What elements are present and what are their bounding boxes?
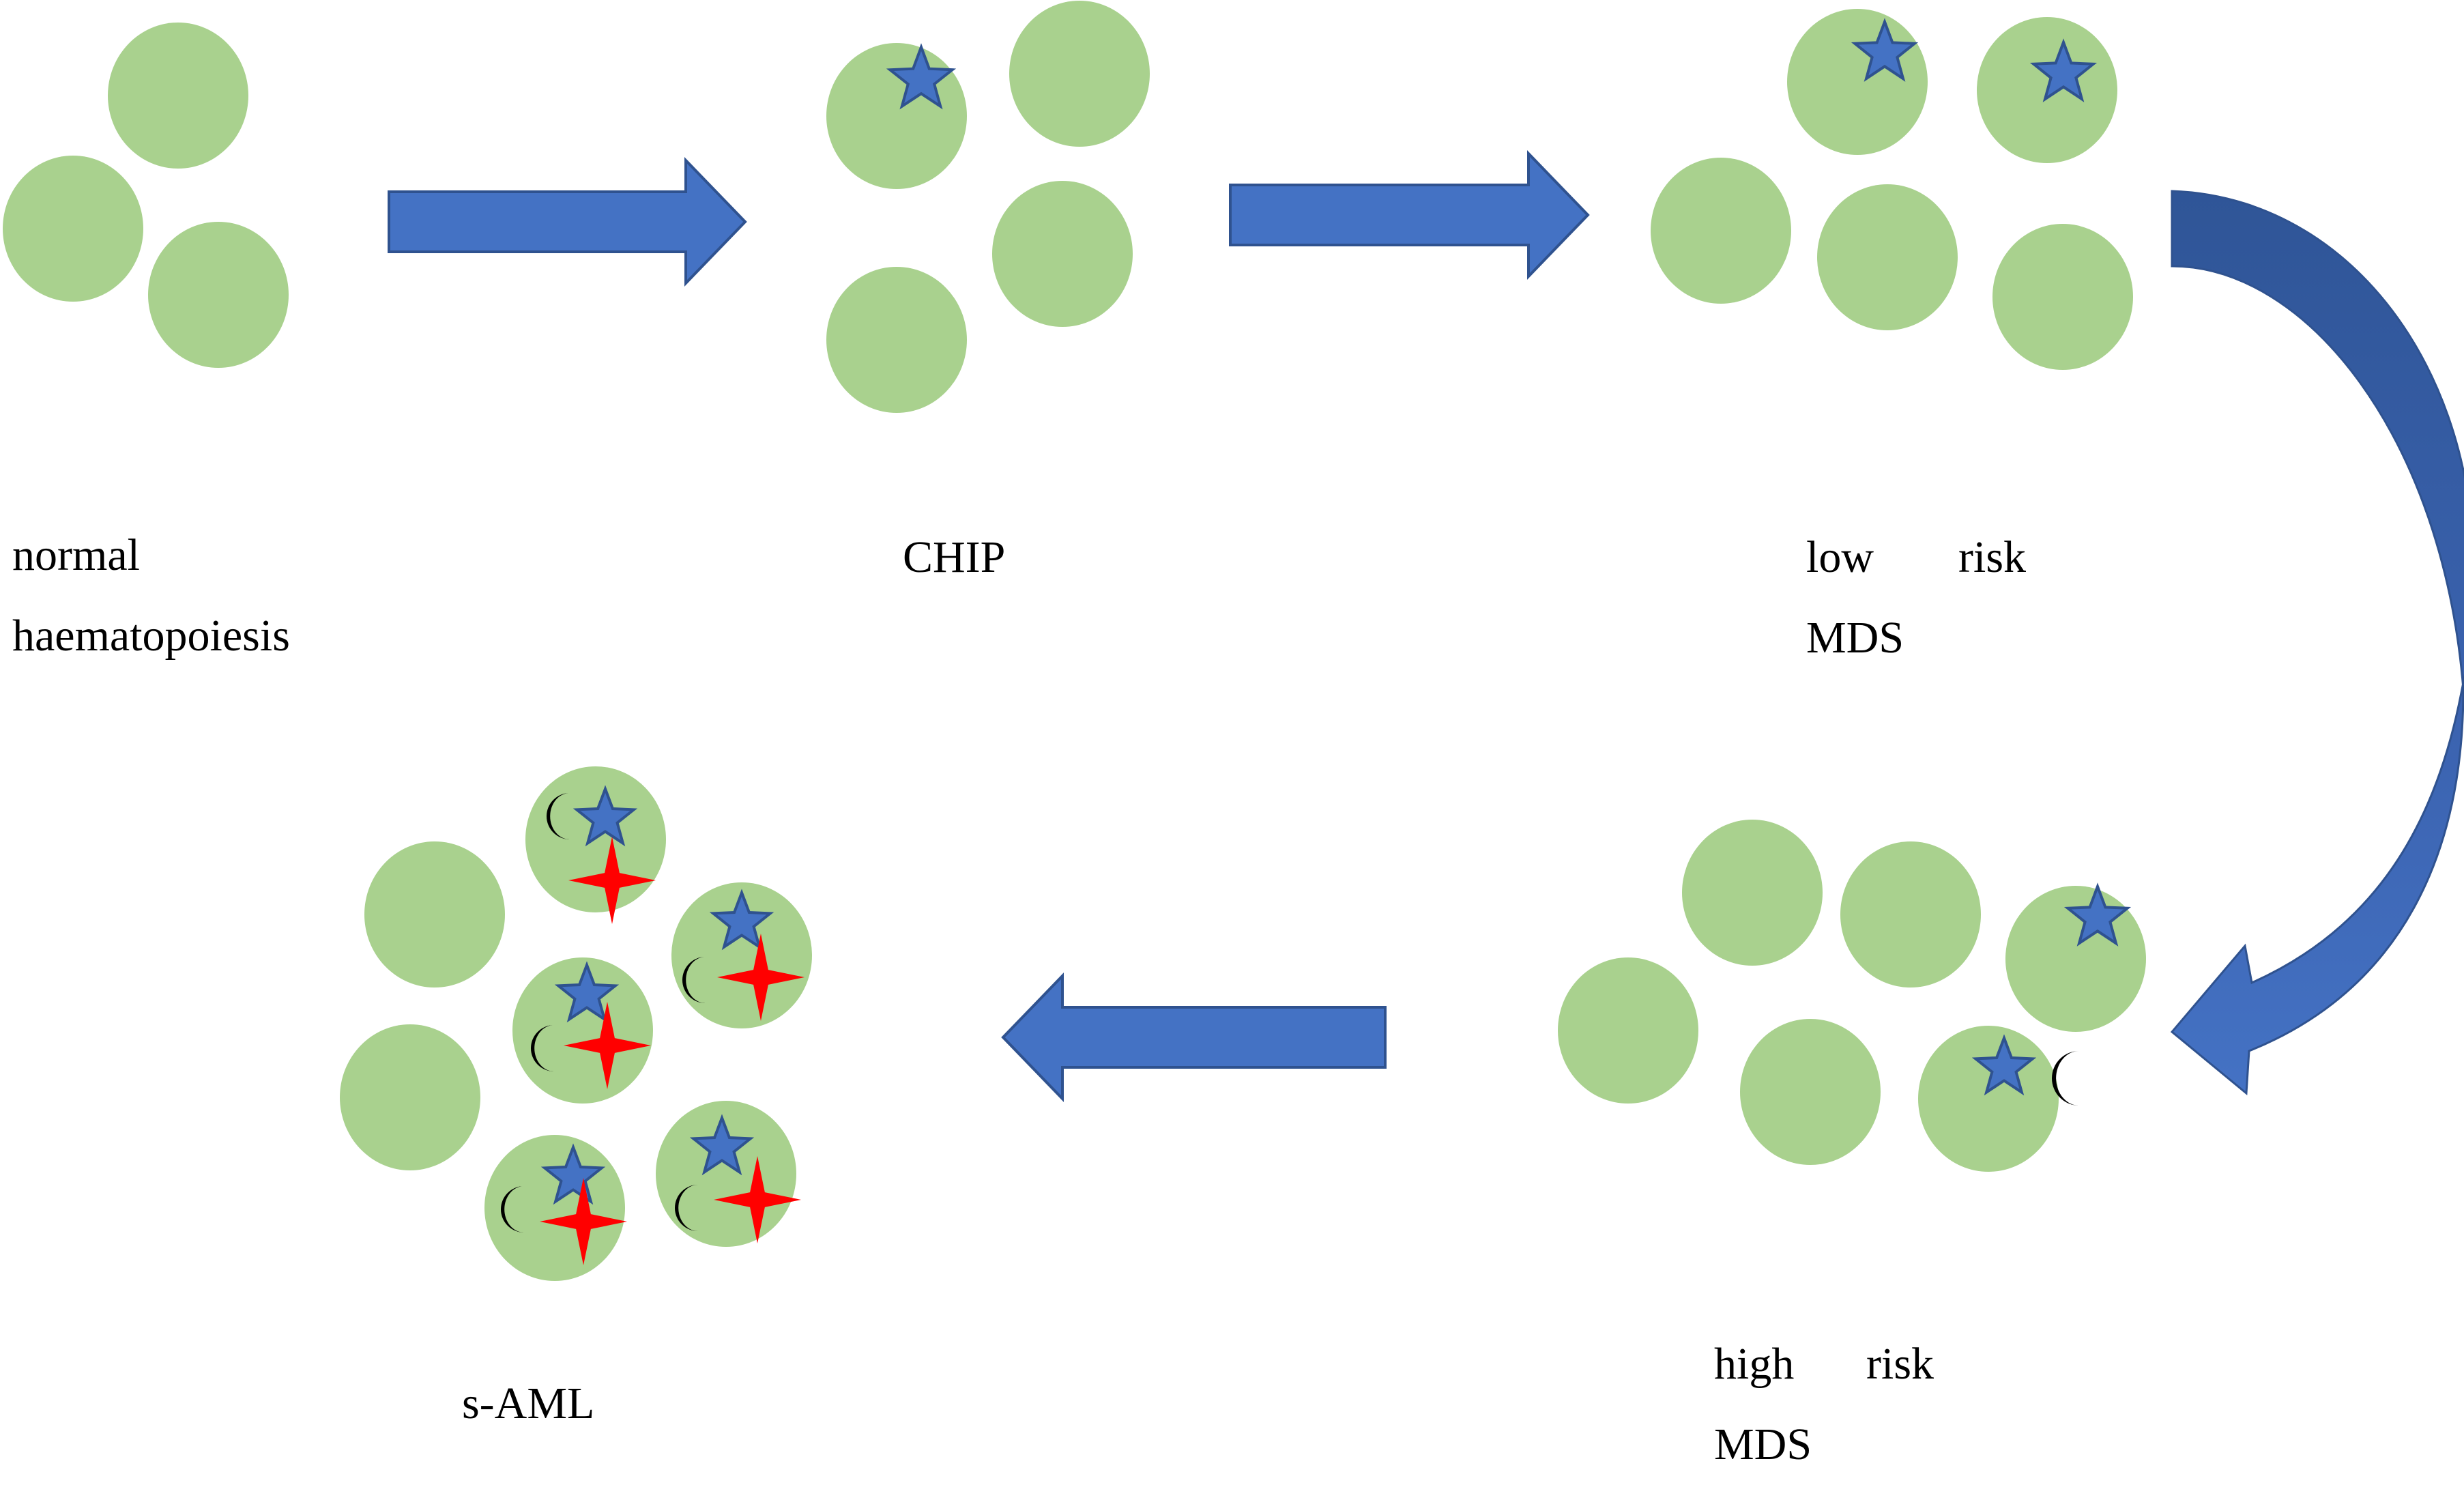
blue-star-icon	[554, 961, 620, 1023]
block-arrow-right-icon	[1229, 150, 1590, 280]
label-s-aml-line1: s-AML	[462, 1379, 595, 1428]
blue-star-icon	[689, 1114, 755, 1176]
cell	[340, 1024, 480, 1170]
blue-star-icon	[540, 1143, 606, 1205]
cell	[992, 181, 1133, 327]
label-s-aml: s-AML	[462, 1364, 594, 1444]
blue-star-icon	[709, 889, 774, 951]
label-chip: CHIP	[903, 517, 1005, 598]
cell	[671, 882, 812, 1028]
cell	[826, 267, 967, 413]
blue-star-icon	[2063, 882, 2132, 947]
red-star-icon	[717, 934, 805, 1021]
black-crescent-icon	[682, 957, 706, 1003]
cell	[1817, 184, 1958, 330]
cell	[1918, 1026, 2059, 1172]
black-crescent-icon	[531, 1025, 554, 1071]
cell	[512, 957, 653, 1104]
blue-star-icon	[572, 785, 638, 847]
cell	[656, 1101, 796, 1247]
cell	[364, 841, 505, 987]
red-star-icon	[714, 1156, 801, 1243]
cell	[1651, 158, 1791, 304]
label-low-risk-word: risk	[1958, 532, 2026, 582]
red-star-icon	[540, 1178, 627, 1265]
cell	[1840, 841, 1981, 987]
label-low-mds-word: MDS	[1806, 613, 1904, 663]
cell	[1558, 957, 1698, 1104]
red-star-icon	[564, 1002, 651, 1089]
cell	[1682, 820, 1823, 966]
blue-star-icon	[1851, 18, 1919, 82]
cell	[1992, 224, 2133, 370]
label-low-word: low	[1806, 532, 1874, 582]
label-chip-line1: CHIP	[903, 532, 1006, 582]
red-star-icon	[568, 837, 656, 924]
black-crescent-icon	[501, 1186, 524, 1232]
black-crescent-icon	[675, 1185, 698, 1231]
cell	[484, 1135, 625, 1281]
label-high-risk-mds: high risk MDS	[1714, 1324, 1934, 1485]
cell	[826, 43, 967, 189]
cell	[148, 222, 289, 368]
label-high-risk-word: risk	[1866, 1339, 1934, 1389]
label-normal-haematopoiesis: normal haematopoiesis	[12, 515, 290, 676]
blue-star-icon	[1971, 1034, 2037, 1096]
cell	[3, 156, 143, 302]
blue-star-icon	[886, 43, 957, 110]
cell	[108, 23, 248, 169]
blue-star-icon	[2029, 38, 2098, 102]
cell	[1009, 1, 1150, 147]
black-crescent-icon	[547, 793, 570, 839]
label-high-mds-word: MDS	[1714, 1419, 1812, 1469]
label-low-risk-mds: low risk MDS	[1806, 517, 2026, 678]
block-arrow-left-icon	[1001, 972, 1387, 1102]
cell	[1787, 9, 1928, 155]
label-high-word: high	[1714, 1339, 1795, 1389]
curved-arrow-icon	[2170, 190, 2464, 1096]
block-arrow-right-icon	[388, 157, 747, 287]
label-normal-line2: haematopoiesis	[12, 611, 290, 661]
black-crescent-icon	[2052, 1051, 2079, 1106]
label-normal-line1: normal	[12, 530, 140, 580]
cell	[1740, 1019, 1881, 1165]
